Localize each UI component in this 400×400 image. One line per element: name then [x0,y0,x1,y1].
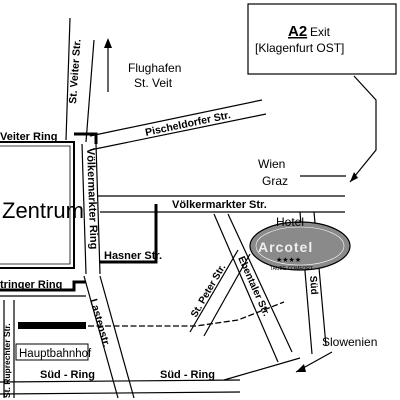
ebentaler-str-west-edge [213,213,279,363]
sued-ring-left-label: Süd - Ring [40,369,95,381]
lastenstr-east-edge [99,275,135,399]
voelkermarkter-ring-west-edge [81,143,87,275]
ebentaler-str-east-edge [227,213,293,353]
railway-line [88,301,285,327]
exit-destination: [Klagenfurt OST] [255,41,344,55]
hotel-tagline: TAUBE COMFORT [270,266,313,272]
villacher-ring-label: tringer Ring [0,279,62,291]
exit-pointer-line [349,75,377,183]
flughafen-arrowhead [104,38,112,48]
voelkermarkter-ring-label: Völkermarkter Ring [84,148,100,250]
hasner-str-route [100,204,158,264]
hotel-word: Hotel [276,215,304,229]
hauptbahnhof-label: Hauptbahnhof [19,348,92,360]
sued-ring-right-label: Süd - Ring [160,369,215,381]
pischeldorfer-str-north-edge [89,99,263,137]
exit-route-number: A2 [288,23,307,40]
sued-ring-south-edge [0,391,241,395]
sued-ring-ramp-edge [223,357,301,381]
zentrum-block [0,141,75,269]
hotel-name: Arcotel [258,239,313,255]
exit-info-box: A2 Exit [Klagenfurt OST] [247,3,397,75]
st-peter-str-label: St. Peter Str. [189,262,228,319]
voelkermarkter-ring-east-edge [95,143,101,275]
pischeldorfer-str-south-edge [89,113,267,151]
sued-str-label: Süd [307,275,319,295]
st-veiter-str-east-edge [85,39,95,143]
graz-label: Graz [262,174,288,188]
hotel-stars: ★★★★ [276,256,301,264]
zentrum-label: Zentrum [2,198,84,223]
wien-label: Wien [258,157,285,171]
villacher-ring-route [0,280,86,292]
hotel-marker[interactable]: Hotel Arcotel ★★★★ TAUBE COMFORT [249,215,351,272]
exit-word: Exit [310,25,331,39]
st-ruprechter-str-label: St. Ruprechter Str. [2,323,12,398]
exit-pointer-arrowhead [350,172,358,182]
sued-ring-north-edge [0,379,241,383]
voelkermarkter-str-label: Völkermarkter Str. [172,199,267,211]
lastenstr-west-edge [83,275,119,399]
veiter-ring-label: Veiter Ring [0,131,57,143]
st-veiter-str-west-edge [65,17,71,141]
flughafen-label-line1: Flughafen [128,61,181,75]
hauptbahnhof-box [15,343,89,361]
slowenien-label: Slowenien [322,335,377,349]
st-peter-str-west-edge [189,249,239,333]
st-peter-str-east-edge [203,253,251,337]
rail-track-bar [18,322,86,329]
slowenien-arrowhead [296,364,306,372]
veiter-ring-connector [74,132,98,144]
flughafen-label-line2: St. Veit [134,76,173,90]
hasner-str-label: Hasner Str. [104,250,162,262]
st-veiter-str-label: St. Veiter Str. [67,39,83,105]
